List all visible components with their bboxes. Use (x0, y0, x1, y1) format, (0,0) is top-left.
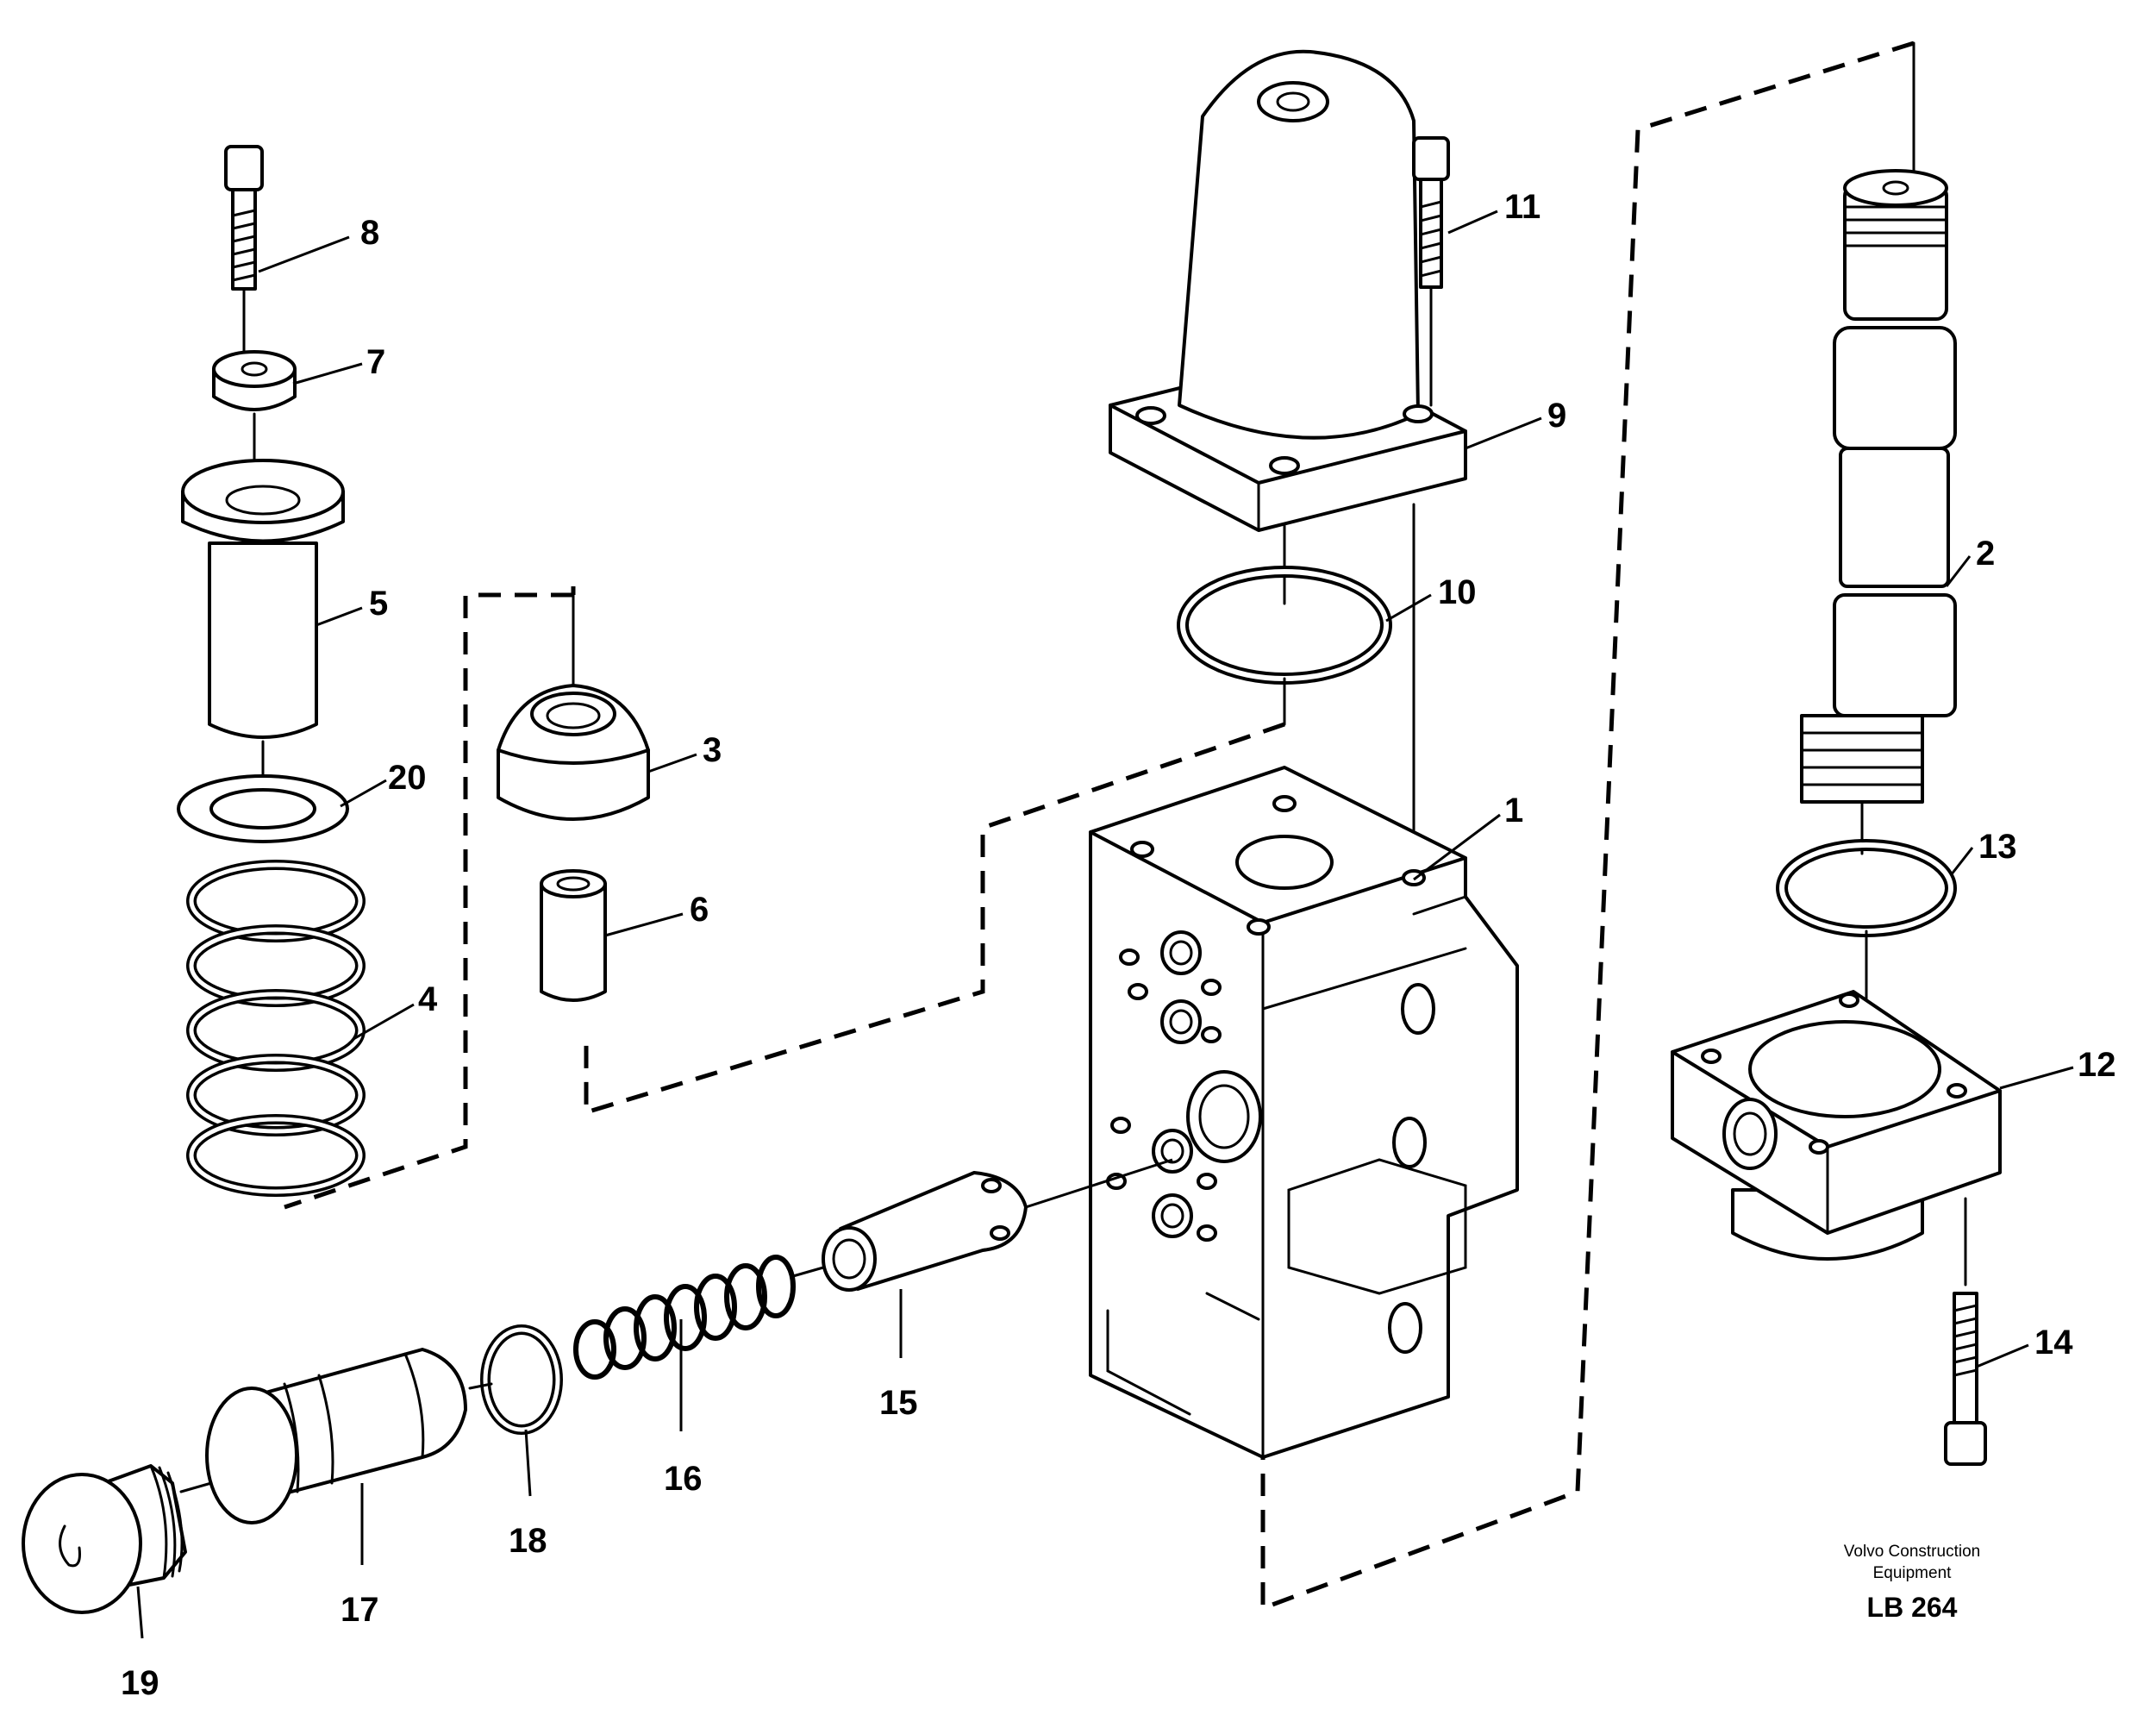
callout-18: 18 (509, 1522, 547, 1560)
callout-12: 12 (2078, 1046, 2116, 1084)
figure-code: LB 264 (1867, 1592, 1958, 1623)
part-18-o-ring (480, 1324, 563, 1435)
callout-14: 14 (2034, 1324, 2073, 1362)
figure-caption: Volvo Construction Equipment LB 264 (1844, 1543, 1980, 1623)
part-17-spool (205, 1348, 493, 1524)
part-11-bolt (1412, 136, 1450, 407)
callout-20: 20 (388, 759, 427, 797)
part-8-bolt (224, 145, 264, 355)
part-20-washer (177, 774, 349, 843)
callout-16: 16 (664, 1460, 703, 1498)
callout-3: 3 (703, 731, 722, 769)
caption-line-2: Equipment (1873, 1564, 1953, 1582)
leader-lines (136, 210, 2074, 1639)
part-16-spring (573, 1255, 825, 1380)
part-13-o-ring (1776, 839, 1957, 1011)
callout-15: 15 (879, 1384, 918, 1422)
callout-9: 9 (1547, 397, 1566, 435)
part-5-sleeve (181, 459, 345, 778)
part-4-spring (186, 860, 366, 1197)
part-2-threaded-valve (1800, 41, 1957, 855)
part-19-plug (22, 1464, 213, 1614)
caption-line-1: Volvo Construction (1844, 1543, 1980, 1561)
callout-19: 19 (121, 1664, 159, 1702)
callout-8: 8 (360, 214, 379, 252)
callout-11: 11 (1504, 188, 1540, 226)
callout-13: 13 (1978, 828, 2017, 866)
part-14-bolt (1944, 1292, 1987, 1466)
callout-1: 1 (1504, 792, 1523, 829)
callout-7: 7 (366, 343, 385, 381)
part-6-pin (540, 869, 607, 1002)
callout-17: 17 (341, 1591, 379, 1629)
callout-4: 4 (418, 980, 438, 1018)
callout-5: 5 (369, 585, 388, 623)
part-1-valve-body (1089, 766, 1519, 1459)
callout-10: 10 (1438, 573, 1477, 611)
part-3-cap (497, 593, 650, 821)
callout-labels: 8 7 5 20 4 3 6 11 9 10 1 2 13 12 14 15 1… (121, 188, 2116, 1702)
part-9-cover (1109, 49, 1467, 605)
assembly-guide-lines (284, 41, 1915, 1612)
callout-2: 2 (1976, 535, 1995, 573)
part-7-nut (212, 350, 297, 467)
part-12-flange (1671, 990, 2002, 1286)
callout-6: 6 (690, 891, 709, 929)
part-15-sleeve (822, 1158, 1173, 1292)
